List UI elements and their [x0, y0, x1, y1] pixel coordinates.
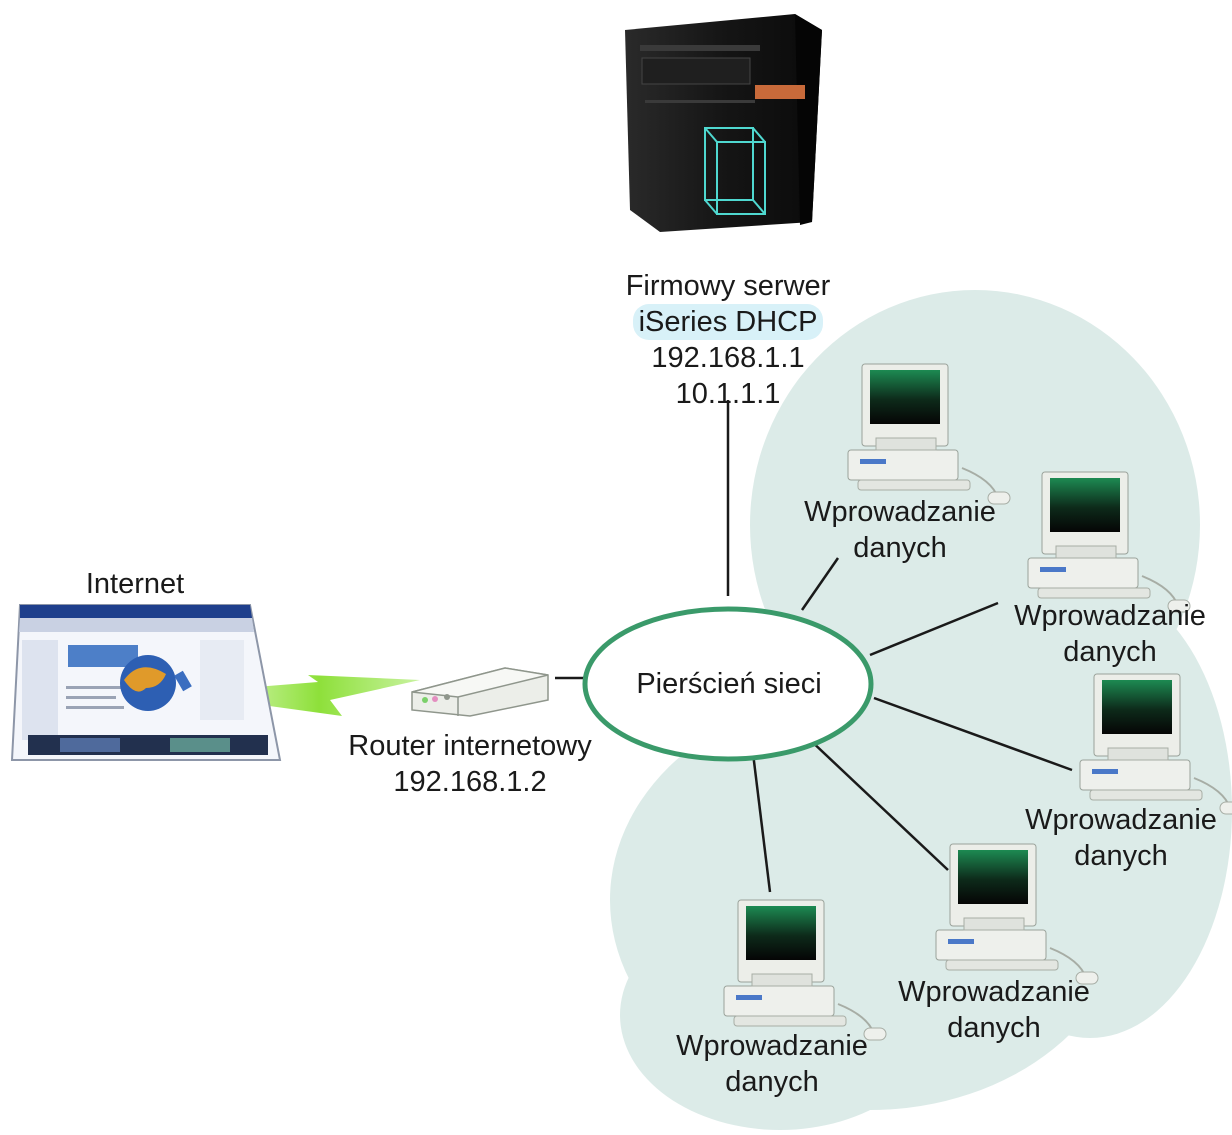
server-tower-icon: [625, 14, 822, 232]
internet-label: Internet: [85, 568, 185, 600]
router-name: Router internetowy: [348, 730, 592, 762]
workstation-label-line: Wprowadzanie: [1025, 804, 1217, 836]
workstation-label-line: Wprowadzanie: [898, 976, 1090, 1008]
server-subtitle: iSeries DHCP: [632, 304, 824, 340]
server-label: Firmowy serwer iSeries DHCP 192.168.1.1 …: [578, 268, 878, 412]
workstation-label-line: danych: [725, 1066, 819, 1098]
network-ring: [582, 606, 874, 762]
router-label: Router internetowy 192.168.1.2: [305, 728, 635, 800]
server-title: Firmowy serwer: [625, 270, 831, 302]
browser-window-icon: [10, 604, 282, 761]
workstation-label-3: Wprowadzanie danych: [996, 802, 1232, 874]
workstation-label-line: Wprowadzanie: [676, 1030, 868, 1062]
workstation-label-line: danych: [947, 1012, 1041, 1044]
workstation-label-5: Wprowadzanie danych: [642, 1028, 902, 1100]
router-ip: 192.168.1.2: [393, 766, 547, 798]
workstation-label-4: Wprowadzanie danych: [864, 974, 1124, 1046]
workstation-label-line: danych: [1063, 636, 1157, 668]
workstation-label-2: Wprowadzanie danych: [980, 598, 1232, 670]
network-ring-label: Pierścień sieci: [636, 668, 822, 700]
workstation-label-line: Wprowadzanie: [1014, 600, 1206, 632]
server-ip-2: 10.1.1.1: [675, 378, 781, 410]
network-links: [555, 400, 1073, 893]
workstation-label-1: Wprowadzanie danych: [770, 494, 1030, 566]
workstation-label-line: danych: [853, 532, 947, 564]
router-icon: [411, 667, 549, 717]
workstation-label-line: Wprowadzanie: [804, 496, 996, 528]
server-ip-1: 192.168.1.1: [651, 342, 805, 374]
workstation-label-line: danych: [1074, 840, 1168, 872]
